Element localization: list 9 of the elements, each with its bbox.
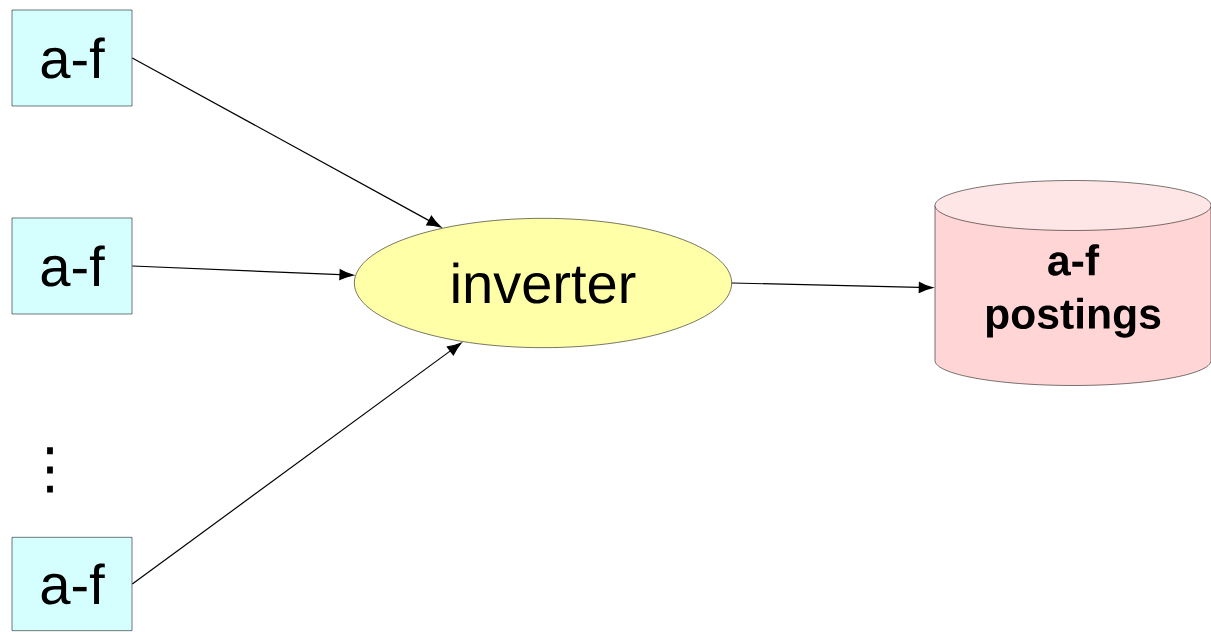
ellipsis-mark: ⋮ (47, 447, 53, 493)
arrow (131, 57, 442, 228)
arrow (131, 265, 354, 281)
source-box: a-f (11, 9, 133, 107)
source-box: a-f (11, 217, 133, 315)
source-box: a-f (11, 537, 133, 631)
arrow (731, 281, 933, 293)
storage-cylinder: a-f postings (934, 180, 1211, 386)
arrow (131, 342, 462, 585)
